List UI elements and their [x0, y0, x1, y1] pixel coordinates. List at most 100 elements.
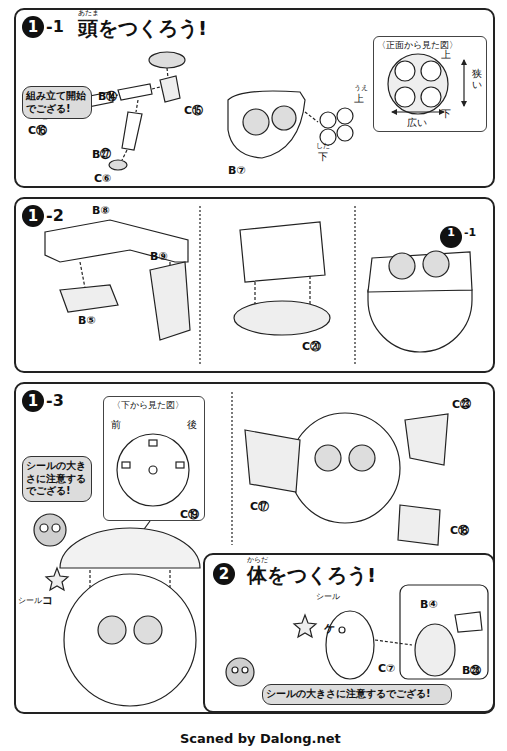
- head-shell: [228, 91, 353, 158]
- head-sphere: [245, 430, 300, 492]
- body-parts: [415, 624, 455, 676]
- view-inset: 〈下から見た図〉: [103, 396, 205, 521]
- part-label: ケ: [324, 622, 335, 635]
- head-assembled: [368, 251, 472, 352]
- part-label: 後: [187, 418, 197, 431]
- head-dome: [40, 524, 48, 532]
- front-view: [388, 54, 464, 114]
- head-dome: [60, 528, 200, 568]
- body-parts: [294, 615, 316, 637]
- head-shell: [320, 112, 336, 128]
- head-base: [309, 276, 310, 305]
- speech-bubble: シールの大きさに注意するでござる!: [22, 456, 92, 502]
- bottom-view: [122, 462, 130, 468]
- head-assembled: [368, 290, 472, 352]
- scan-credit: Scaned by Dalong.net: [180, 732, 341, 745]
- body-parts: [232, 667, 238, 673]
- head-sphere: [349, 445, 375, 471]
- part-label: 狭い: [472, 68, 482, 90]
- step-number: 2: [213, 563, 235, 585]
- head-dome: [52, 524, 60, 532]
- head-sphere: [245, 413, 448, 545]
- head-dome: [34, 514, 200, 706]
- head-assembled: [368, 252, 472, 292]
- bottom-view: [176, 462, 184, 468]
- part-label: C⑦: [378, 662, 395, 675]
- part-label: C㉓: [452, 398, 471, 411]
- heading: -1: [46, 16, 64, 38]
- heading: 〈下から見た図〉: [112, 399, 184, 412]
- front-view: [392, 111, 444, 112]
- step-panel: 組み立て開始でござる!〈正面から見た図〉1-1頭をつくろう!: [14, 8, 495, 188]
- part-label: 1: [440, 226, 462, 248]
- view-inset: 〈正面から見た図〉: [373, 36, 487, 132]
- front-view: [388, 54, 448, 114]
- head-base: [234, 222, 330, 335]
- part-label: C⑲: [180, 508, 199, 521]
- step-panel: 〈下から見た図〉シールの大きさに注意するでござる!シールの大きさに注意するでござ…: [14, 382, 495, 714]
- art-shape: [34, 52, 488, 706]
- arm-parts: [160, 76, 180, 102]
- heading: 体をつくろう!: [247, 563, 376, 587]
- head-sphere: [398, 505, 440, 545]
- head-shell: [305, 112, 318, 122]
- head-sphere: [315, 445, 341, 471]
- arm-parts: [109, 160, 127, 170]
- arm-parts: [167, 68, 168, 78]
- part-label: B⑤: [78, 314, 96, 327]
- front-view: [421, 61, 441, 81]
- part-label: C⑳: [302, 340, 321, 353]
- head-sphere: [290, 413, 400, 523]
- arm-parts: [122, 112, 142, 150]
- part-label: 上: [441, 48, 451, 61]
- head-shell: [272, 106, 296, 130]
- bottom-view: [149, 440, 157, 446]
- front-view: [395, 87, 415, 107]
- step-number: 1: [22, 205, 44, 227]
- part-label: 下: [441, 107, 451, 120]
- part-label: B④: [420, 598, 438, 611]
- front-view: [463, 60, 464, 106]
- head-dome: [64, 574, 196, 706]
- part-label: C⑱: [450, 524, 469, 537]
- head-shell: [337, 125, 353, 141]
- furigana: あたま: [78, 9, 99, 17]
- head-frame: [45, 220, 190, 340]
- head-frame: [45, 220, 188, 262]
- speech-bubble: シールの大きさに注意するでござる!: [262, 684, 452, 705]
- head-frame: [150, 262, 190, 340]
- part-label: C⑮: [184, 104, 203, 117]
- panel-dividers: [354, 206, 355, 364]
- step-number: 1: [22, 390, 44, 412]
- arm-parts: [149, 52, 185, 68]
- bottom-view: [117, 434, 189, 506]
- furigana: した: [316, 142, 330, 150]
- part-label: C⑯: [28, 124, 47, 137]
- body-parts: [339, 627, 345, 633]
- bubble-text: シールの大きさに注意するでござる!: [266, 688, 448, 701]
- arm-parts: [122, 150, 127, 160]
- panel-dividers: [199, 206, 200, 364]
- step-panel: シールの大きさに注意するでござる! 2 体をつくろう!: [203, 553, 495, 713]
- furigana: うえ: [354, 84, 368, 92]
- head-shell: [243, 109, 269, 135]
- bubble-text: 組み立て開始でござる!: [26, 90, 88, 115]
- arm-parts: [118, 84, 152, 100]
- part-label: B⑦: [228, 164, 246, 177]
- bottom-view: [117, 434, 189, 532]
- panel-dividers: [231, 392, 232, 545]
- part-label: C⑥: [94, 172, 111, 185]
- head-dome: [46, 568, 68, 590]
- heading: -2: [46, 205, 64, 227]
- head-assembled: [423, 251, 449, 277]
- head-sphere: [405, 414, 448, 465]
- body-parts: [375, 640, 412, 645]
- part-label: 前: [111, 418, 121, 431]
- part-label: 広い: [407, 116, 427, 129]
- body-parts: [400, 585, 488, 679]
- part-label: 上: [354, 92, 364, 105]
- heading: -3: [46, 390, 64, 412]
- part-label: B⑧: [92, 204, 110, 217]
- step-number: 1: [22, 16, 44, 38]
- body-parts: [242, 667, 248, 673]
